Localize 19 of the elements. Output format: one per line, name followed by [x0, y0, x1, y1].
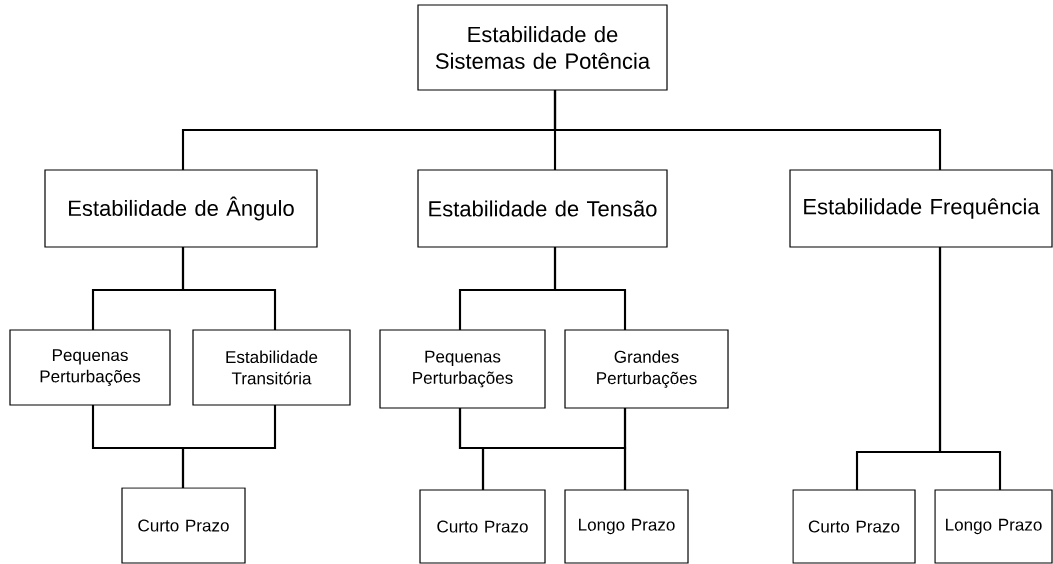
box: Pequenas Perturbações [379, 329, 546, 409]
connector [623, 408, 627, 490]
box: Estabilidade de Tensão [417, 169, 668, 248]
connector [553, 247, 627, 330]
connector [938, 247, 1002, 490]
box: Estabilidade Transitória [192, 329, 351, 406]
box: Estabilidade de Ângulo [44, 169, 318, 248]
box: Curto Prazo [792, 489, 916, 564]
box: Grandes Perturbações [564, 329, 729, 409]
connector [181, 247, 277, 330]
box: Longo Prazo [934, 489, 1053, 564]
connector [553, 90, 942, 170]
box: Estabilidade de Sistemas de Potência [417, 4, 668, 91]
box: Estabilidade Frequência [789, 169, 1053, 248]
box: Longo Prazo [564, 489, 689, 564]
box: Curto Prazo [121, 487, 246, 564]
box: Curto Prazo [419, 489, 546, 564]
box: Pequenas Perturbações [9, 329, 171, 406]
connector [181, 405, 277, 488]
